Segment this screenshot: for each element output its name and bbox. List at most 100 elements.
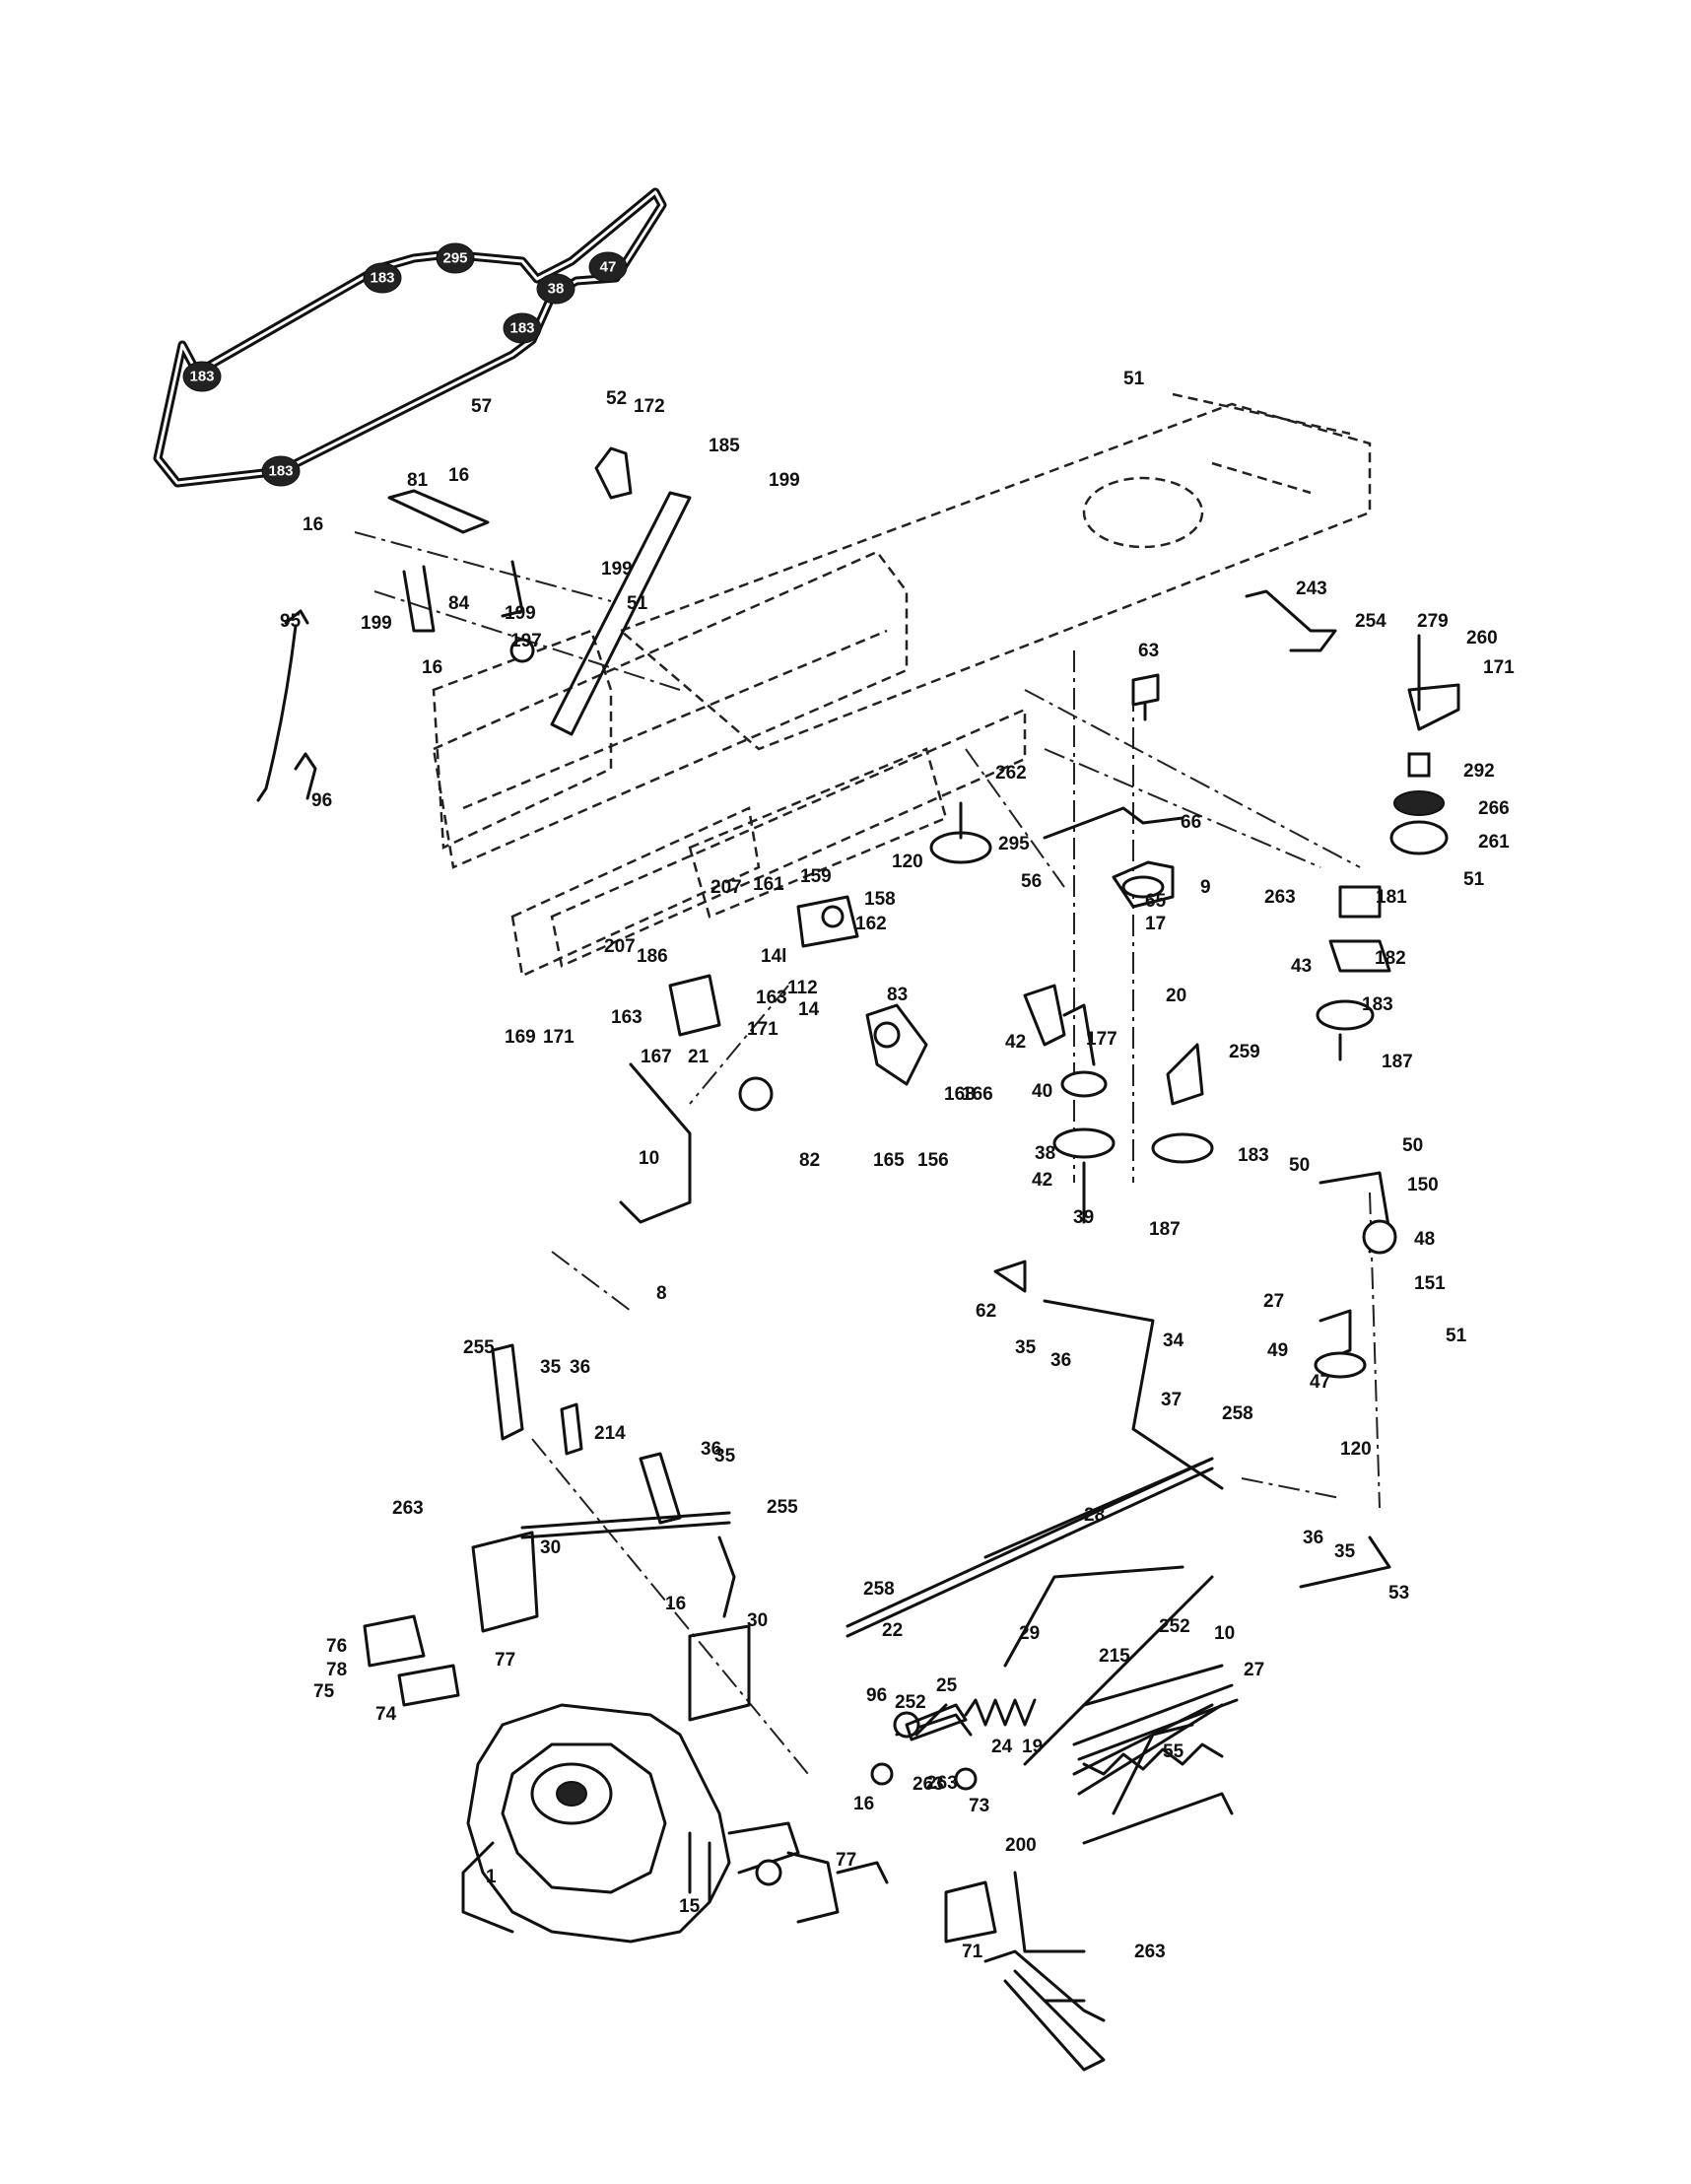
callout-label: 112 [787,978,818,998]
callout-label: 36 [1303,1528,1323,1548]
callout-label: 163 [611,1007,643,1028]
callout-label: 254 [1355,611,1387,632]
callout-label: 30 [540,1537,561,1558]
callout-label: 215 [1099,1646,1130,1667]
callout-label: 55 [1163,1741,1184,1762]
callout-label: 199 [505,603,536,624]
callout-label: 200 [1005,1835,1037,1856]
callout-label: 51 [1446,1326,1467,1346]
callout-label: 37 [1161,1390,1182,1410]
callout-label: 28 [1084,1505,1105,1526]
callout-label: 16 [303,514,323,535]
callout-label: 259 [1229,1042,1260,1062]
belt-pulley: 183 [261,455,301,487]
callout-label: 252 [895,1692,926,1713]
chassis-frame [354,392,1381,1775]
callout-label: 187 [1149,1219,1181,1240]
callout-label: 35 [1015,1337,1037,1358]
callout-label: 53 [1388,1583,1409,1604]
callout-label: 57 [471,396,492,417]
callout-label: 16 [665,1594,686,1614]
callout-label: 171 [543,1027,575,1048]
callout-label: 71 [962,1942,983,1962]
callout-label: 74 [375,1704,397,1725]
callout-label: 96 [311,790,332,811]
callout-label: 10 [639,1148,659,1169]
callout-label: 266 [1478,798,1510,819]
belt-pulley: 183 [363,262,402,294]
callout-label: 36 [701,1439,721,1460]
callout-label: 52 [606,388,627,409]
callout-label: 169 [505,1027,536,1048]
callout-label: 76 [326,1636,347,1657]
callout-label: 35 [540,1357,562,1378]
callout-label: 162 [855,914,887,934]
callout-label: 187 [1382,1052,1413,1072]
callout-label: 42 [1005,1032,1026,1053]
pulley-label: 183 [189,369,214,385]
callout-label: 75 [313,1681,335,1702]
callout-label: 166 [962,1084,993,1105]
callout-label: 17 [1145,914,1166,934]
callout-label: 263 [926,1773,958,1794]
callout-label: 40 [1032,1081,1052,1102]
callout-label: 65 [1145,891,1167,912]
callout-label: 81 [407,470,429,491]
belt-pulley: 183 [503,312,542,344]
pulley-label: 47 [600,259,617,276]
callout-label: 34 [1163,1331,1184,1351]
callout-label: 49 [1267,1340,1288,1361]
belt-pulley: 47 [588,251,628,283]
callout-label: 15 [679,1896,701,1917]
callout-label: 84 [448,593,470,614]
callout-label: 181 [1376,887,1407,908]
callout-label: 165 [873,1150,905,1171]
callout-label: 27 [1263,1291,1284,1312]
callout-label: 1 [486,1867,497,1887]
callout-label: 120 [892,852,923,872]
callout-label: 42 [1032,1170,1052,1191]
callout-label: 258 [1222,1403,1253,1424]
pulley-label: 183 [509,320,534,337]
callout-label: 63 [1138,641,1159,661]
callout-label: 255 [463,1337,495,1358]
callout-label: 29 [1019,1623,1040,1644]
callout-label: 16 [853,1794,874,1814]
belt-pulley: 38 [536,273,575,305]
callout-label: 197 [510,631,542,651]
pulley-label: 295 [442,250,467,267]
callout-label: 261 [1478,832,1510,853]
callout-label: 36 [570,1357,590,1378]
callout-label: 8 [656,1283,667,1304]
callout-label: 50 [1402,1135,1423,1156]
callout-label: 78 [326,1660,347,1680]
drive-belt [153,187,667,488]
callout-label: 167 [641,1047,672,1067]
springs [905,1698,1224,1796]
callout-label: 207 [604,936,636,957]
callout-label: 177 [1086,1029,1117,1050]
callout-label: 83 [887,985,908,1005]
callout-label: 47 [1310,1372,1330,1393]
callout-label: 263 [913,1774,944,1795]
callout-label: 39 [1073,1207,1094,1228]
callout-label: 263 [392,1498,424,1519]
callout-label: 182 [1375,948,1406,969]
callout-label: 38 [1035,1143,1055,1164]
callout-label: 172 [634,396,665,417]
callout-label: 279 [1417,611,1449,632]
callout-label: 258 [863,1579,895,1600]
callout-label: 24 [991,1737,1013,1757]
callout-label: 295 [998,834,1030,854]
callout-label: 77 [495,1650,515,1671]
callout-label: 292 [1463,761,1495,782]
callout-label: 171 [747,1019,778,1040]
callout-label: 199 [769,470,800,491]
callout-label: 62 [976,1301,996,1322]
callout-label: 16 [448,465,469,486]
callout-label: 199 [361,613,392,634]
callout-label: 9 [1200,877,1211,898]
callout-label: 21 [688,1047,710,1067]
